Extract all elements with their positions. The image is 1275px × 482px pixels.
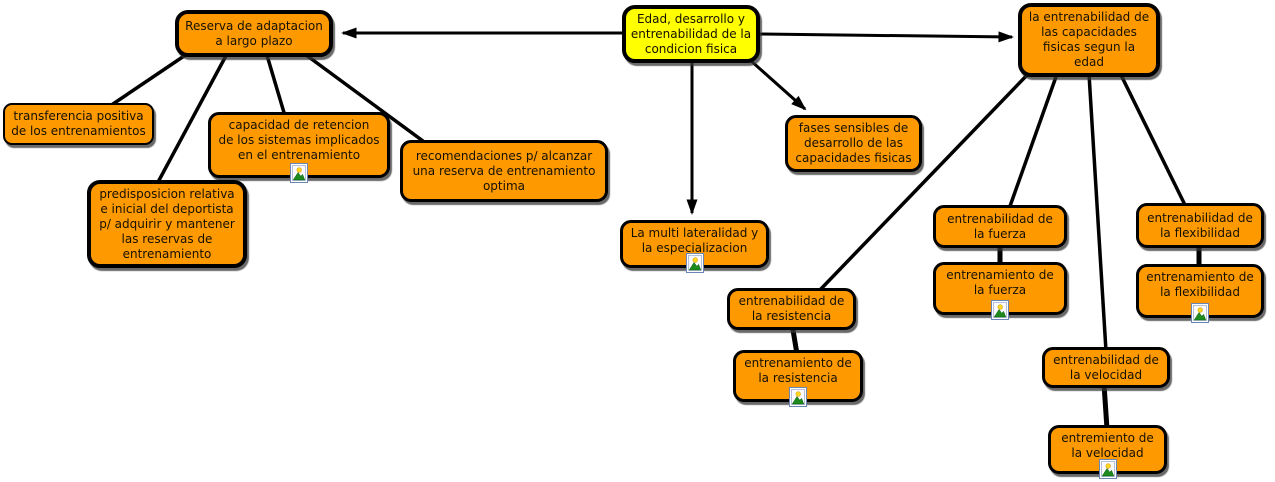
edge-entrenabilidad-capacidades-edad-entrenabilidad-velocidad[interactable]	[1087, 73, 1108, 352]
picture-icon[interactable]	[1191, 303, 1209, 323]
edge-entrenabilidad-capacidades-edad-entrenabilidad-flexibilidad[interactable]	[1118, 72, 1188, 208]
node-label: transferencia positiva de los entrenamie…	[11, 109, 146, 138]
node-entrenabilidad-flexibilidad[interactable]: entrenabilidad de la flexibilidad	[1136, 203, 1264, 248]
node-capacidad-retencion[interactable]: capacidad de retencion de los sistemas i…	[208, 112, 390, 183]
node-label: entremiento de la velocidad	[1061, 431, 1154, 460]
node-entrenabilidad-velocidad[interactable]: entrenabilidad de la velocidad	[1042, 347, 1170, 388]
node-multilateralidad[interactable]: La multi lateralidad y la especializacio…	[620, 220, 769, 273]
node-root[interactable]: Edad, desarrollo y entrenabilidad de la …	[622, 5, 760, 63]
picture-icon[interactable]	[789, 387, 807, 407]
node-label: entrenamiento de la flexibilidad	[1146, 270, 1254, 299]
node-recomendaciones-reserva[interactable]: recomendaciones p/ alcanzar una reserva …	[400, 140, 608, 202]
node-label: entrenamiento de la fuerza	[946, 268, 1054, 297]
node-label: recomendaciones p/ alcanzar una reserva …	[412, 148, 596, 193]
node-label: entrenabilidad de la resistencia	[738, 294, 845, 323]
node-entrenabilidad-fuerza[interactable]: entrenabilidad de la fuerza	[933, 205, 1067, 248]
node-entremiento-velocidad[interactable]: entremiento de la velocidad	[1048, 425, 1167, 479]
node-label: capacidad de retencion de los sistemas i…	[218, 118, 380, 162]
node-label: la entrenabilidad de las capacidades fis…	[1028, 10, 1150, 69]
node-label: La multi lateralidad y la especializacio…	[630, 226, 759, 255]
edge-entrenabilidad-capacidades-edad-entrenabilidad-fuerza[interactable]	[1007, 73, 1059, 210]
edge-entrenabilidad-velocidad-entremiento-velocidad[interactable]	[1101, 383, 1110, 430]
node-label: entrenabilidad de la velocidad	[1053, 352, 1159, 382]
node-entrenamiento-fuerza[interactable]: entrenamiento de la fuerza	[933, 262, 1067, 320]
node-predisposicion-relativa[interactable]: predisposicion relativa e inicial del de…	[87, 180, 247, 268]
node-label: predisposicion relativa e inicial del de…	[99, 186, 235, 261]
edge-reserva-adaptacion-recomendaciones-reserva[interactable]	[300, 50, 429, 146]
node-label: entrenamiento de la resistencia	[744, 356, 852, 385]
node-label: entrenabilidad de la fuerza	[947, 211, 1053, 241]
edge-reserva-adaptacion-predisposicion-relativa[interactable]	[155, 51, 230, 185]
picture-icon[interactable]	[685, 253, 704, 273]
node-entrenabilidad-resistencia[interactable]: entrenabilidad de la resistencia	[727, 288, 856, 330]
node-label: Reserva de adaptacion a largo plazo	[185, 18, 323, 48]
picture-icon[interactable]	[1098, 459, 1117, 479]
picture-icon[interactable]	[991, 300, 1009, 320]
node-entrenabilidad-capacidades-edad[interactable]: la entrenabilidad de las capacidades fis…	[1018, 3, 1160, 77]
node-fases-sensibles[interactable]: fases sensibles de desarrollo de las cap…	[785, 115, 922, 172]
edge-root-fases-sensibles[interactable]	[749, 58, 807, 111]
edge-reserva-adaptacion-transferencia-positiva[interactable]	[109, 50, 191, 108]
node-label: entrenabilidad de la flexibilidad	[1147, 210, 1253, 240]
edge-entrenabilidad-capacidades-edad-entrenabilidad-resistencia[interactable]	[816, 70, 1032, 294]
picture-icon[interactable]	[290, 163, 308, 183]
node-transferencia-positiva[interactable]: transferencia positiva de los entrenamie…	[3, 103, 154, 145]
node-reserva-adaptacion[interactable]: Reserva de adaptacion a largo plazo	[175, 10, 333, 57]
edge-reserva-adaptacion-capacidad-retencion[interactable]	[264, 51, 287, 117]
node-entrenamiento-resistencia[interactable]: entrenamiento de la resistencia	[733, 350, 863, 407]
edge-root-entrenabilidad-capacidades-edad[interactable]	[756, 31, 1014, 43]
node-label: fases sensibles de desarrollo de las cap…	[795, 121, 912, 165]
node-label: Edad, desarrollo y entrenabilidad de la …	[630, 11, 752, 56]
node-entrenamiento-flexibilidad[interactable]: entrenamiento de la flexibilidad	[1136, 264, 1264, 323]
